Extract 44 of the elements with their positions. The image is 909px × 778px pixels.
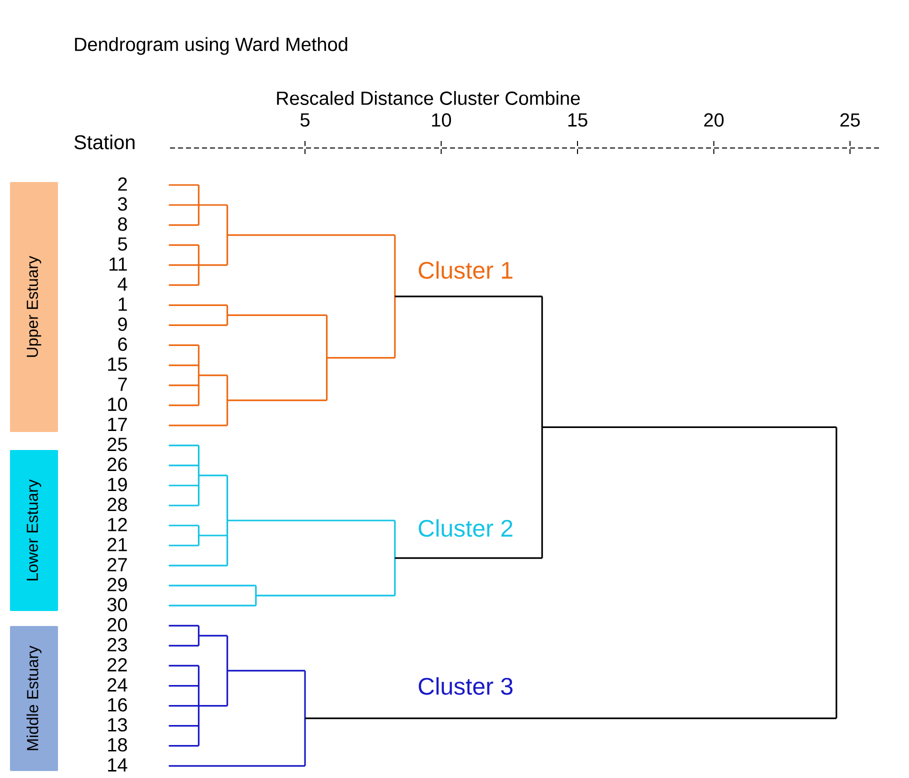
station-label: 5 — [118, 237, 127, 251]
station-label: 13 — [108, 718, 127, 732]
station-label: 17 — [108, 418, 127, 431]
station-label: 26 — [108, 458, 127, 472]
station-label: 9 — [118, 317, 127, 331]
station-label: 30 — [107, 598, 128, 612]
station-label: 14 — [108, 758, 128, 772]
station-label: 28 — [108, 498, 127, 512]
station-label: 27 — [108, 558, 127, 572]
station-label: 6 — [118, 337, 127, 351]
station-label: 20 — [108, 618, 128, 632]
region-band: Middle Estuary — [10, 626, 58, 771]
tick-label: 15 — [568, 113, 588, 127]
station-label: 11 — [110, 258, 127, 271]
region-band: Upper Estuary — [10, 182, 58, 432]
station-label: 12 — [108, 518, 127, 532]
tick-label: 20 — [704, 113, 724, 127]
station-label: 22 — [108, 658, 127, 672]
station-label: 29 — [108, 578, 127, 592]
station-label: 16 — [108, 698, 127, 712]
axis-title: Rescaled Distance Cluster Combine — [277, 91, 580, 105]
station-label: 21 — [108, 538, 127, 552]
station-label: 8 — [118, 217, 127, 231]
tick-label: 10 — [432, 113, 452, 127]
station-label: 23 — [108, 638, 127, 652]
region-band: Lower Estuary — [10, 450, 58, 611]
cluster-label: Cluster 3 — [418, 677, 512, 695]
station-label: 15 — [108, 358, 127, 371]
station-label: 4 — [118, 278, 128, 291]
tick-label: 25 — [840, 113, 860, 127]
station-label: 1 — [118, 298, 127, 311]
axis-label: Station — [74, 134, 134, 150]
station-label: 25 — [108, 438, 127, 452]
cluster-label: Cluster 2 — [418, 519, 512, 537]
station-label: 7 — [118, 378, 127, 391]
cluster-label: Cluster 1 — [418, 261, 512, 279]
station-label: 19 — [108, 478, 127, 492]
station-label: 18 — [108, 738, 127, 752]
chart-title: Dendrogram using Ward Method — [75, 37, 348, 55]
station-label: 2 — [118, 177, 127, 191]
station-label: 3 — [118, 197, 127, 211]
station-label: 10 — [108, 398, 128, 412]
tick-label: 5 — [300, 113, 310, 127]
station-label: 24 — [108, 678, 128, 692]
